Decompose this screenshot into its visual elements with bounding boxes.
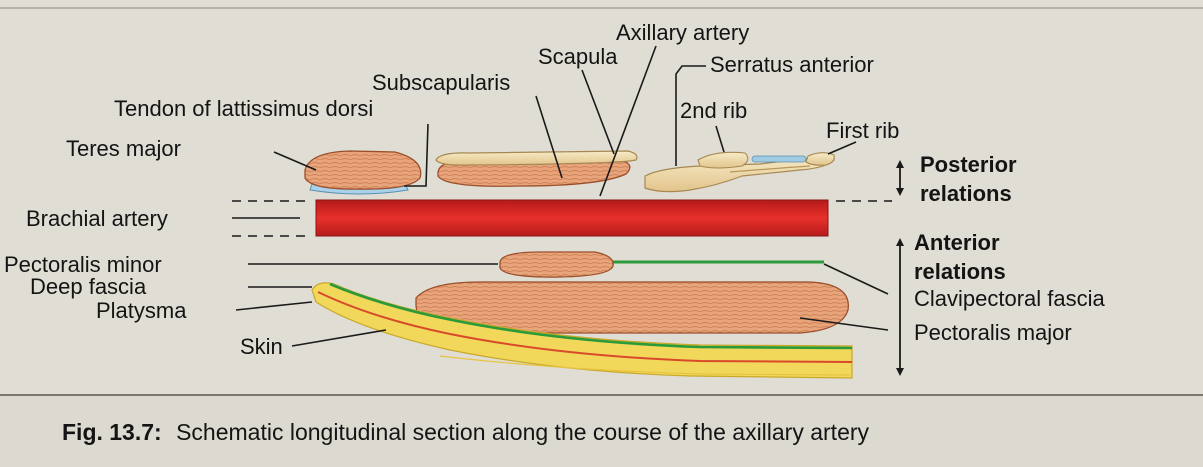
label-second-rib: 2nd rib [680, 98, 747, 123]
label-axillary-artery: Axillary artery [616, 20, 749, 45]
label-subscapularis: Subscapularis [372, 70, 510, 95]
skin-leader [291, 329, 387, 347]
label-serratus-anterior: Serratus anterior [710, 52, 874, 77]
serratus-anterior-leader [675, 65, 706, 166]
second-rib-bone [697, 151, 749, 169]
clavipectoral-fascia-leader [823, 263, 889, 295]
rib-edge [729, 165, 811, 173]
second-rib-leader [715, 125, 725, 153]
teres-major-leader [273, 151, 317, 171]
pectoralis-major-leader [799, 317, 889, 331]
brachial-artery [315, 199, 829, 237]
tendon-lattissimus-leader [404, 123, 429, 187]
label-anterior-line1: Anterior [914, 230, 1000, 255]
label-anterior-line2: relations [914, 259, 1006, 284]
label-scapula: Scapula [538, 44, 618, 69]
label-skin: Skin [240, 334, 283, 359]
subscapularis-leader [535, 95, 563, 179]
label-brachial-artery: Brachial artery [26, 206, 168, 231]
first-rib-bone [805, 152, 835, 166]
label-clavipectoral-fascia: Clavipectoral fascia [914, 286, 1106, 311]
skin-texture [439, 355, 851, 376]
scapula-leader [581, 69, 615, 155]
deep-fascia-line [329, 282, 853, 350]
pectoralis-minor-muscle [499, 251, 614, 278]
platysma-leader [235, 301, 313, 311]
label-posterior-line2: relations [920, 181, 1012, 206]
label-platysma: Platysma [96, 298, 187, 323]
label-first-rib: First rib [826, 118, 899, 143]
label-tendon-lattissimus: Tendon of lattissimus dorsi [114, 96, 373, 121]
posterior-relations-arrow [896, 160, 904, 196]
label-pectoralis-major: Pectoralis major [914, 320, 1072, 345]
label-posterior-line1: Posterior [920, 152, 1017, 177]
label-teres-major: Teres major [66, 136, 181, 161]
caption-text: Schematic longitudinal section along the… [176, 419, 869, 445]
first-rib-leader [827, 141, 857, 155]
teres-major-muscle [304, 150, 422, 190]
figure-caption: Fig. 13.7: Schematic longitudinal sectio… [62, 419, 870, 445]
platysma-line [317, 291, 853, 363]
scapula-bone [435, 150, 638, 166]
label-pectoralis-minor: Pectoralis minor [4, 252, 162, 277]
caption-number: Fig. 13.7: [62, 419, 162, 445]
axillary-artery-leader [599, 45, 657, 197]
serratus-anterior-band [751, 155, 807, 163]
anterior-relations-arrow [896, 238, 904, 376]
skin-layer [311, 282, 853, 379]
label-deep-fascia: Deep fascia [30, 274, 147, 299]
